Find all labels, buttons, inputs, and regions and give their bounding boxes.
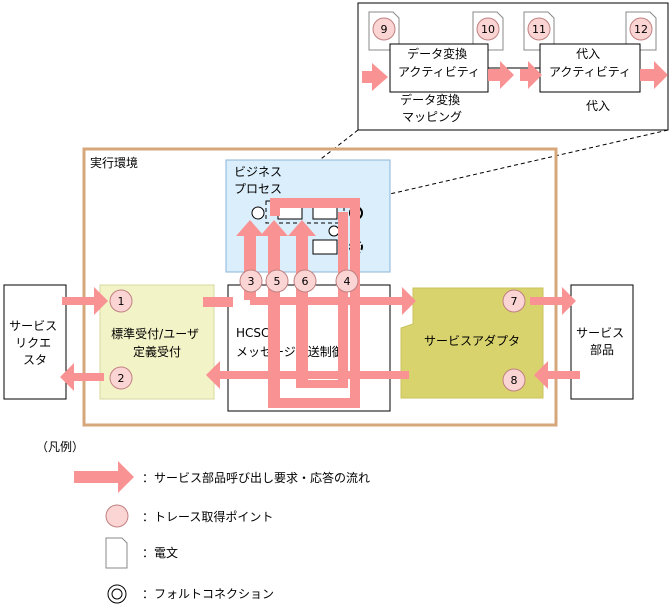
trace-point-9-label: 9 (381, 23, 388, 36)
legend-arrow-icon (74, 461, 134, 493)
trace-point-4 (335, 269, 359, 293)
trace-point-3 (239, 269, 263, 293)
hcsc-controller-box (227, 284, 391, 412)
service-requester-label-3: スタ (23, 353, 47, 367)
svg-text:ビジネス プロセス: ビジネス プロセス (234, 165, 286, 196)
flow-arrow-requester-out (60, 363, 104, 391)
trace-point-12 (629, 17, 653, 41)
service-adapter-box (400, 287, 544, 399)
trace-point-8 (502, 368, 526, 392)
legend-trace-icon (105, 504, 129, 528)
flow-arrow-loop-5 (260, 198, 360, 408)
trace-point-7 (502, 289, 526, 313)
flow-arrow-detail-2 (488, 61, 514, 89)
svg-text:HCSC メッセージ配送制御: HCSC メッセージ配送制御 (236, 326, 344, 359)
flow-arrow-component-to-adapter (534, 361, 580, 389)
svg-text:標準受付/ユーザ 定義受付: 標準受付/ユーザ 定義受付 (111, 326, 203, 359)
trace-point-2 (109, 366, 133, 390)
service-requester-label-1: サービス (9, 319, 57, 333)
legend-arrow-desc: ：サービス部品呼び出し要求・応答の流れ (142, 470, 370, 485)
zoom-line-right (341, 129, 669, 206)
trace-point-12-label: 12 (634, 23, 648, 36)
trace-point-10-label: 10 (481, 23, 495, 36)
flow-arrow-detail-3 (520, 61, 542, 89)
trace-point-3-label: 3 (248, 275, 255, 288)
process-activity-3 (312, 239, 338, 255)
service-component-label-1: サービス (576, 326, 624, 340)
flow-arrow-adapter-to-component (530, 287, 576, 315)
flow-arrow-detail-4 (640, 61, 668, 89)
data-transform-mapping-label-2: マッピング (402, 110, 462, 124)
svg-text:サービス 部品: サービス 部品 (576, 326, 628, 357)
data-transform-activity-label-1: データ変換 (407, 46, 467, 61)
hcsc-label-2: メッセージ配送制御 (236, 344, 344, 359)
service-component-box (570, 284, 634, 400)
trace-point-11 (527, 17, 551, 41)
trace-point-7-label: 7 (511, 295, 518, 308)
standard-receiver-label-2: 定義受付 (133, 344, 181, 359)
flow-arrow-loop-6 (288, 212, 348, 388)
execution-environment (82, 147, 558, 427)
data-transform-activity-box (389, 43, 489, 93)
trace-point-8-label: 8 (511, 374, 518, 387)
trace-point-5-label: 5 (274, 275, 281, 288)
flow-arrow-detail-1 (362, 63, 388, 91)
flow-arrow-requester-in (62, 287, 108, 315)
svg-text:データ変換 マッピング: データ変換 マッピング (400, 92, 464, 124)
assign-activity-label-1: 代入 (576, 47, 600, 61)
standard-receiver-label-1: 標準受付/ユーザ (111, 326, 199, 341)
data-transform-mapping-label-1: データ変換 (400, 92, 460, 107)
business-process-label-1: ビジネス (234, 165, 282, 179)
flow-arrow-hcsc-to-adapter (250, 287, 416, 315)
svg-text:データ変換 アクティビティ: データ変換 アクティビティ (398, 46, 480, 79)
data-transform-activity-label-2: アクティビティ (398, 65, 480, 79)
process-fault-icon (328, 225, 340, 237)
flow-arrow-receiver-to-hcsc (203, 297, 233, 307)
legend-message-icon (105, 537, 128, 569)
trace-point-1 (109, 289, 133, 313)
trace-point-1-label: 1 (118, 295, 125, 308)
legend-title: （凡例） (36, 440, 84, 454)
service-component-label-2: 部品 (590, 342, 614, 357)
trace-point-6 (293, 269, 317, 293)
svg-text:サービス リクエ スタ: サービス リクエ スタ (9, 319, 61, 367)
flow-arrow-up-3 (236, 220, 264, 300)
service-requester-box (3, 284, 67, 400)
trace-point-5 (265, 269, 289, 293)
service-requester-label-2: リクエ (15, 336, 51, 350)
hcsc-label-1: HCSC (236, 326, 269, 340)
trace-point-4-label: 4 (344, 275, 351, 288)
assign-label: 代入 (586, 99, 610, 113)
legend-trace-desc: ：トレース取得ポイント (142, 509, 273, 524)
service-adapter-label: サービスアダプタ (424, 333, 520, 348)
legend-fault-icon (107, 584, 127, 604)
assign-activity-label-2: アクティビティ (549, 65, 631, 79)
trace-point-9 (372, 17, 396, 41)
execution-environment-label: 実行環境 (90, 155, 138, 170)
legend-fault-desc: ：フォルトコネクション (142, 587, 274, 601)
legend-message-desc: ：電文 (142, 545, 178, 560)
process-start-node (251, 206, 265, 220)
trace-point-6-label: 6 (302, 275, 309, 288)
business-process-label-2: プロセス (234, 182, 282, 196)
trace-point-10 (476, 17, 500, 41)
trace-point-2-label: 2 (118, 372, 125, 385)
legend-fault-icon-inner (111, 588, 123, 600)
svg-text:代入 アクティビティ: 代入 アクティビティ (549, 47, 631, 79)
trace-point-11-label: 11 (532, 23, 546, 36)
